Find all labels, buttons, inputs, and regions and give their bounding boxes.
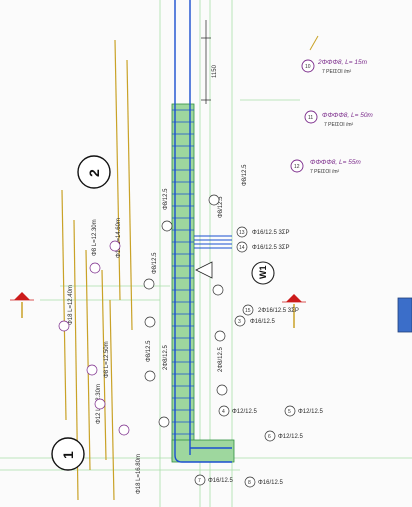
level-marker-left xyxy=(10,292,34,318)
left-markers xyxy=(58,240,130,436)
svg-text:2ΦΦΦ8, L= 15m: 2ΦΦΦ8, L= 15m xyxy=(317,59,368,66)
bar-label-7: 7 Φ16/12.5 xyxy=(194,474,233,486)
svg-text:7 ΡΕΙΣΟΙ /m²: 7 ΡΕΙΣΟΙ /m² xyxy=(310,169,340,175)
rebar-label: Φ18 L=14.60m xyxy=(116,218,122,258)
bar-label-3: 3 Φ16/12.5 xyxy=(234,315,275,327)
dimension-text: 1150 xyxy=(212,64,218,78)
svg-text:Φ12/12.5: Φ12/12.5 xyxy=(232,409,257,415)
svg-text:2Φ16/12.5 3ΣΡ: 2Φ16/12.5 3ΣΡ xyxy=(258,308,299,314)
bar-label-13: 13 Φ16/12.5 3ΣΡ xyxy=(236,226,290,238)
vertical-label: Φ8/12.5 xyxy=(218,196,224,218)
svg-text:13: 13 xyxy=(239,230,245,236)
svg-text:10: 10 xyxy=(305,64,311,70)
svg-text:7 ΡΕΙΣΟΙ /m²: 7 ΡΕΙΣΟΙ /m² xyxy=(322,69,352,75)
rebar-label: Φ8 L=12.30m xyxy=(92,219,98,256)
legend-item-2: 11 ΦΦΦΦ8, L= 50m 7 ΡΕΙΣΟΙ /m² xyxy=(304,110,373,128)
svg-text:Φ16/12.5: Φ16/12.5 xyxy=(258,480,283,486)
rebar-label: Φ18 L=12.40m xyxy=(68,285,74,325)
svg-text:14: 14 xyxy=(239,245,245,251)
svg-text:Φ16/12.5: Φ16/12.5 xyxy=(250,319,275,325)
svg-text:7 ΡΕΙΣΟΙ /m²: 7 ΡΕΙΣΟΙ /m² xyxy=(324,122,354,128)
svg-text:3: 3 xyxy=(238,319,241,325)
legend-item-3: 12 ΦΦΦΦ8, L= 55m 7 ΡΕΙΣΟΙ /m² xyxy=(290,159,361,175)
svg-text:4: 4 xyxy=(222,409,225,415)
wall-footing xyxy=(171,439,235,463)
vertical-label: Φ8/12.5 xyxy=(242,164,248,186)
svg-text:ΦΦΦΦ8, L= 50m: ΦΦΦΦ8, L= 50m xyxy=(322,112,373,119)
grid-axis-1-bubble xyxy=(51,437,85,471)
svg-text:Φ12/12.5: Φ12/12.5 xyxy=(298,409,323,415)
wall-label: W1 xyxy=(258,266,268,280)
svg-text:Φ16/12.5 3ΣΡ: Φ16/12.5 3ΣΡ xyxy=(252,230,290,236)
svg-text:7: 7 xyxy=(198,478,201,484)
svg-text:11: 11 xyxy=(308,115,313,121)
vertical-label: 2Φ8/12.5 xyxy=(218,347,224,372)
svg-text:ΦΦΦΦ8, L= 55m: ΦΦΦΦ8, L= 55m xyxy=(310,159,361,166)
vertical-label: Φ8/12.5 xyxy=(146,340,152,362)
svg-text:6: 6 xyxy=(268,434,271,440)
svg-text:Φ16/12.5: Φ16/12.5 xyxy=(208,478,233,484)
wall-stirrups xyxy=(172,109,194,435)
svg-text:15: 15 xyxy=(245,308,251,314)
grid-axis-2-bubble xyxy=(77,155,111,189)
svg-text:Φ12/12.5: Φ12/12.5 xyxy=(278,434,303,440)
bar-label-4: 4 Φ12/12.5 xyxy=(218,405,257,417)
bar-label-15: 15 2Φ16/12.5 3ΣΡ xyxy=(242,304,299,316)
svg-text:12: 12 xyxy=(294,164,300,170)
grid-axis-1-label: 1 xyxy=(60,451,76,459)
legend-item-1: 10 2ΦΦΦ8, L= 15m 7 ΡΕΙΣΟΙ /m² xyxy=(301,35,368,75)
bar-label-14: 14 Φ16/12.5 3ΣΡ xyxy=(236,241,290,253)
bar-label-5: 5 Φ12/12.5 xyxy=(284,405,323,417)
wall-label-bubble xyxy=(251,261,275,285)
bar-label-8: 8 Φ16/12.5 xyxy=(244,476,283,488)
grid-axis-2-label: 2 xyxy=(86,169,102,177)
horizontal-bars xyxy=(194,235,232,249)
vertical-label: Φ8/12.5 xyxy=(163,188,169,210)
svg-text:5: 5 xyxy=(288,409,291,415)
wall-markers xyxy=(143,194,228,428)
section-arrow-icon xyxy=(195,261,213,279)
svg-text:Φ16/12.5 3ΣΡ: Φ16/12.5 3ΣΡ xyxy=(252,245,290,251)
wall-reinforcement xyxy=(174,0,232,463)
level-marker-right xyxy=(282,294,306,328)
vertical-label: Φ8/12.5 xyxy=(152,252,158,274)
cropped-blue-box xyxy=(397,297,412,333)
rebar-label: Φ8 L=12.50m xyxy=(104,341,110,378)
svg-text:8: 8 xyxy=(248,480,251,486)
bar-label-6: 6 Φ12/12.5 xyxy=(264,430,303,442)
top-dimension xyxy=(201,20,211,104)
rebar-label: Φ18 L=16.80m xyxy=(136,454,142,494)
vertical-label: 2Φ8/12.5 xyxy=(163,345,169,370)
